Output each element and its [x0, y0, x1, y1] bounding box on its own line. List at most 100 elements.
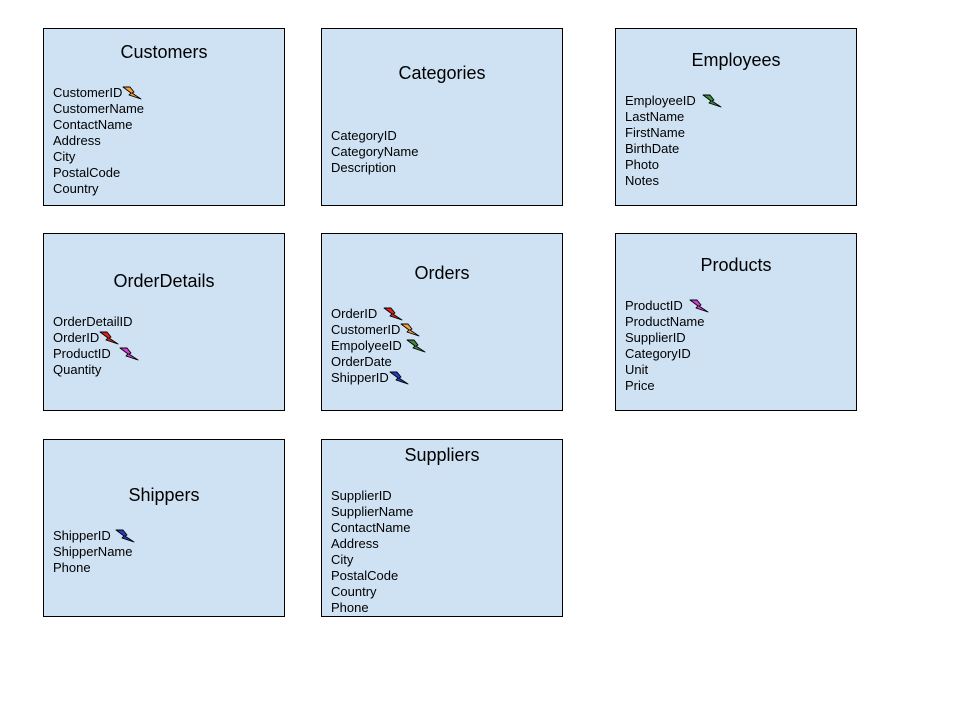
field-product-name: ProductName: [625, 314, 709, 330]
key-bolt-icon: [115, 529, 135, 543]
field-label: Photo: [625, 157, 659, 172]
field-description: Description: [331, 160, 418, 176]
field-label: SupplierName: [331, 504, 414, 519]
field-supplier-id: SupplierID: [625, 330, 709, 346]
key-bolt-icon: [400, 323, 420, 337]
field-postal-code: PostalCode: [53, 165, 144, 181]
field-label: CustomerID: [331, 322, 401, 337]
field-address: Address: [53, 133, 144, 149]
field-contact-name: ContactName: [331, 520, 413, 536]
field-shipper-id: ShipperID: [331, 370, 426, 386]
field-unit: Unit: [625, 362, 709, 378]
table-title: Categories: [398, 63, 486, 83]
field-label: ShipperID: [53, 528, 111, 543]
field-country: Country: [53, 181, 144, 197]
field-label: City: [331, 552, 354, 567]
field-photo: Photo: [625, 157, 722, 173]
field-label: CategoryID: [625, 346, 691, 361]
field-label: Address: [331, 536, 379, 551]
field-quantity: Quantity: [53, 362, 139, 378]
field-customer-id: CustomerID: [53, 85, 144, 101]
field-label: BirthDate: [625, 141, 680, 156]
field-shipper-id: ShipperID: [53, 528, 135, 544]
field-label: Description: [331, 160, 397, 175]
field-notes: Notes: [625, 173, 722, 189]
field-label: SupplierID: [331, 488, 392, 503]
field-empolyee-id: EmpolyeeID: [331, 338, 426, 354]
field-label: ShipperName: [53, 544, 133, 559]
field-label: FirstName: [625, 125, 685, 140]
field-order-date: OrderDate: [331, 354, 426, 370]
field-label: OrderID: [331, 306, 378, 321]
field-label: OrderDetailID: [53, 314, 133, 329]
field-label: LastName: [625, 109, 685, 124]
field-label: OrderDate: [331, 354, 392, 369]
table-title: Customers: [120, 42, 208, 62]
key-bolt-icon: [689, 299, 709, 313]
field-label: Address: [53, 133, 101, 148]
field-customer-name: CustomerName: [53, 101, 144, 117]
field-phone: Phone: [53, 560, 135, 576]
field-order-id: OrderID: [53, 330, 139, 346]
field-label: Country: [53, 181, 99, 196]
field-order-detail-id: OrderDetailID: [53, 314, 139, 330]
field-label: EmpolyeeID: [331, 338, 402, 353]
key-bolt-icon: [383, 307, 403, 321]
field-label: OrderID: [53, 330, 100, 345]
field-label: Country: [331, 584, 377, 599]
field-birth-date: BirthDate: [625, 141, 722, 157]
field-label: CategoryID: [331, 128, 397, 143]
field-supplier-name: SupplierName: [331, 504, 413, 520]
field-last-name: LastName: [625, 109, 722, 125]
field-phone: Phone: [331, 600, 413, 616]
field-label: ShipperID: [331, 370, 389, 385]
field-supplier-id: SupplierID: [331, 488, 413, 504]
table-title: OrderDetails: [113, 271, 215, 291]
field-label: ProductID: [53, 346, 111, 361]
field-address: Address: [331, 536, 413, 552]
field-label: Price: [625, 378, 655, 393]
field-label: CustomerName: [53, 101, 145, 116]
field-category-id: CategoryID: [331, 128, 418, 144]
field-label: EmployeeID: [625, 93, 696, 108]
key-bolt-icon: [406, 339, 426, 353]
key-bolt-icon: [119, 347, 139, 361]
field-contact-name: ContactName: [53, 117, 144, 133]
field-label: SupplierID: [625, 330, 686, 345]
field-label: Phone: [53, 560, 91, 575]
field-label: CategoryName: [331, 144, 419, 159]
table-title: Employees: [691, 50, 781, 70]
field-price: Price: [625, 378, 709, 394]
key-bolt-icon: [122, 86, 142, 100]
field-category-id: CategoryID: [625, 346, 709, 362]
field-order-id: OrderID: [331, 306, 426, 322]
field-label: ProductID: [625, 298, 683, 313]
field-label: City: [53, 149, 76, 164]
field-label: ContactName: [331, 520, 411, 535]
field-first-name: FirstName: [625, 125, 722, 141]
key-bolt-icon: [389, 371, 409, 385]
field-customer-id: CustomerID: [331, 322, 426, 338]
field-label: CustomerID: [53, 85, 123, 100]
field-shipper-name: ShipperName: [53, 544, 135, 560]
table-title: Products: [700, 255, 772, 275]
key-bolt-icon: [702, 94, 722, 108]
field-label: Unit: [625, 362, 649, 377]
field-label: Notes: [625, 173, 659, 188]
table-title: Shippers: [128, 485, 200, 505]
